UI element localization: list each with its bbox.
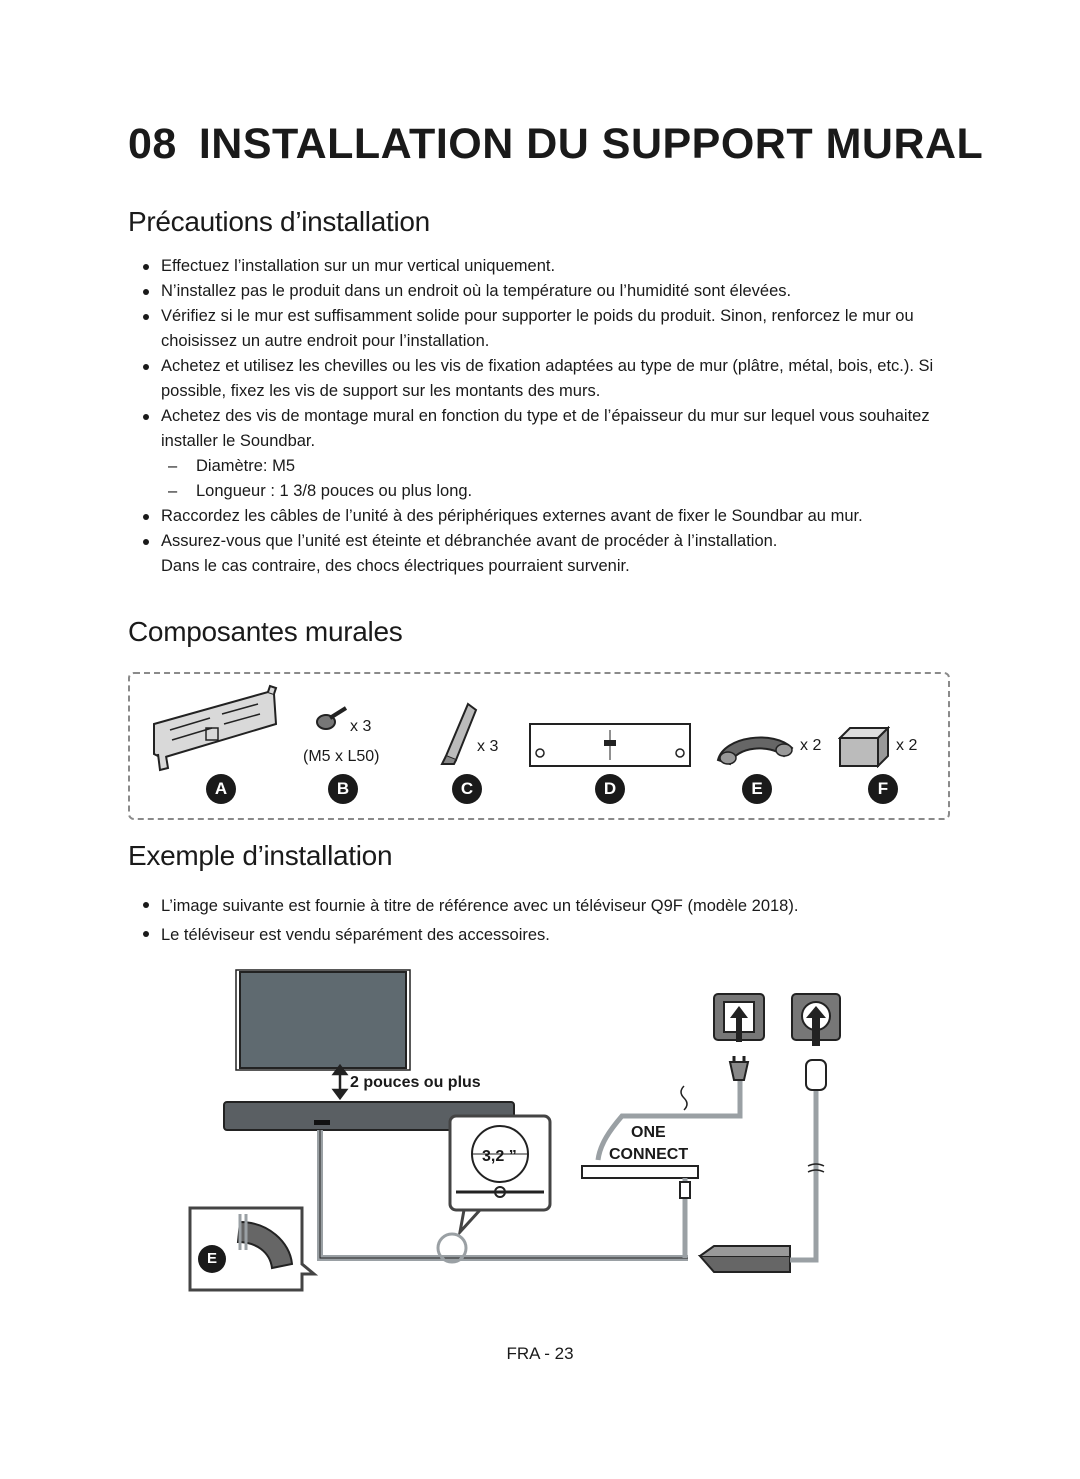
list-item: Le téléviseur est vendu séparément des a… <box>128 921 938 950</box>
installation-diagram <box>188 969 841 1292</box>
list-subitem: Longueur : 1 3/8 pouces ou plus long. <box>128 479 938 504</box>
example-heading: Exemple d’installation <box>128 840 393 871</box>
list-item: Achetez et utilisez les chevilles ou les… <box>128 354 938 404</box>
precautions-heading: Précautions d’installation <box>128 206 430 237</box>
screw-icon <box>316 706 348 730</box>
list-subitem: Diamètre: M5 <box>128 454 938 479</box>
part-label-f: F <box>868 774 898 804</box>
list-item: Assurez-vous que l’unité est éteinte et … <box>128 529 938 554</box>
tv-illustration <box>239 971 407 1069</box>
precautions-list: Effectuez l’installation sur un mur vert… <box>128 254 938 579</box>
screw-size-label: (M5 x L50) <box>303 748 380 765</box>
chapter-number: 08 <box>128 120 177 168</box>
cover-letter-label: E <box>206 1250 217 1267</box>
wall-bracket-icon <box>153 684 278 772</box>
part-label-d: D <box>595 774 625 804</box>
list-item: Vérifiez si le mur est suffisamment soli… <box>128 304 938 354</box>
part-label-a: A <box>206 774 236 804</box>
chapter-title: 08 INSTALLATION DU SUPPORT MURAL <box>128 120 983 169</box>
cable-holder-icon <box>716 736 794 766</box>
gap-arrow-icon <box>331 1063 349 1101</box>
gap-label: 2 pouces ou plus <box>350 1074 481 1091</box>
chapter-title-text: INSTALLATION DU SUPPORT MURAL <box>198 120 984 168</box>
qty-f: x 2 <box>896 737 918 754</box>
list-item: Effectuez l’installation sur un mur vert… <box>128 254 938 279</box>
qty-b: x 3 <box>350 718 372 735</box>
part-label-b: B <box>328 774 358 804</box>
list-item: Raccordez les câbles de l’unité à des pé… <box>128 504 938 529</box>
components-heading: Composantes murales <box>128 616 403 647</box>
wall-anchor-icon <box>440 702 478 765</box>
spacer-block-icon <box>838 726 890 768</box>
page-number: FRA - 23 <box>506 1344 574 1363</box>
list-item: L’image suivante est fournie à titre de … <box>128 892 938 921</box>
components-panel <box>128 672 950 820</box>
one-connect-label-line1: ONE <box>631 1124 666 1141</box>
example-list: L’image suivante est fournie à titre de … <box>128 892 938 950</box>
list-item: N’installez pas le produit dans un endro… <box>128 279 938 304</box>
qty-e: x 2 <box>800 737 822 754</box>
list-item-continuation: Dans le cas contraire, des chocs électri… <box>161 557 630 575</box>
part-label-c: C <box>452 774 482 804</box>
list-item: Achetez des vis de montage mural en fonc… <box>128 404 938 454</box>
one-connect-box <box>581 1165 699 1179</box>
qty-c: x 3 <box>477 738 499 755</box>
part-label-e: E <box>742 774 772 804</box>
diameter-label: 3,2 ” <box>482 1148 517 1165</box>
holder-plate-icon <box>529 723 691 767</box>
one-connect-label-line2: CONNECT <box>609 1146 689 1163</box>
